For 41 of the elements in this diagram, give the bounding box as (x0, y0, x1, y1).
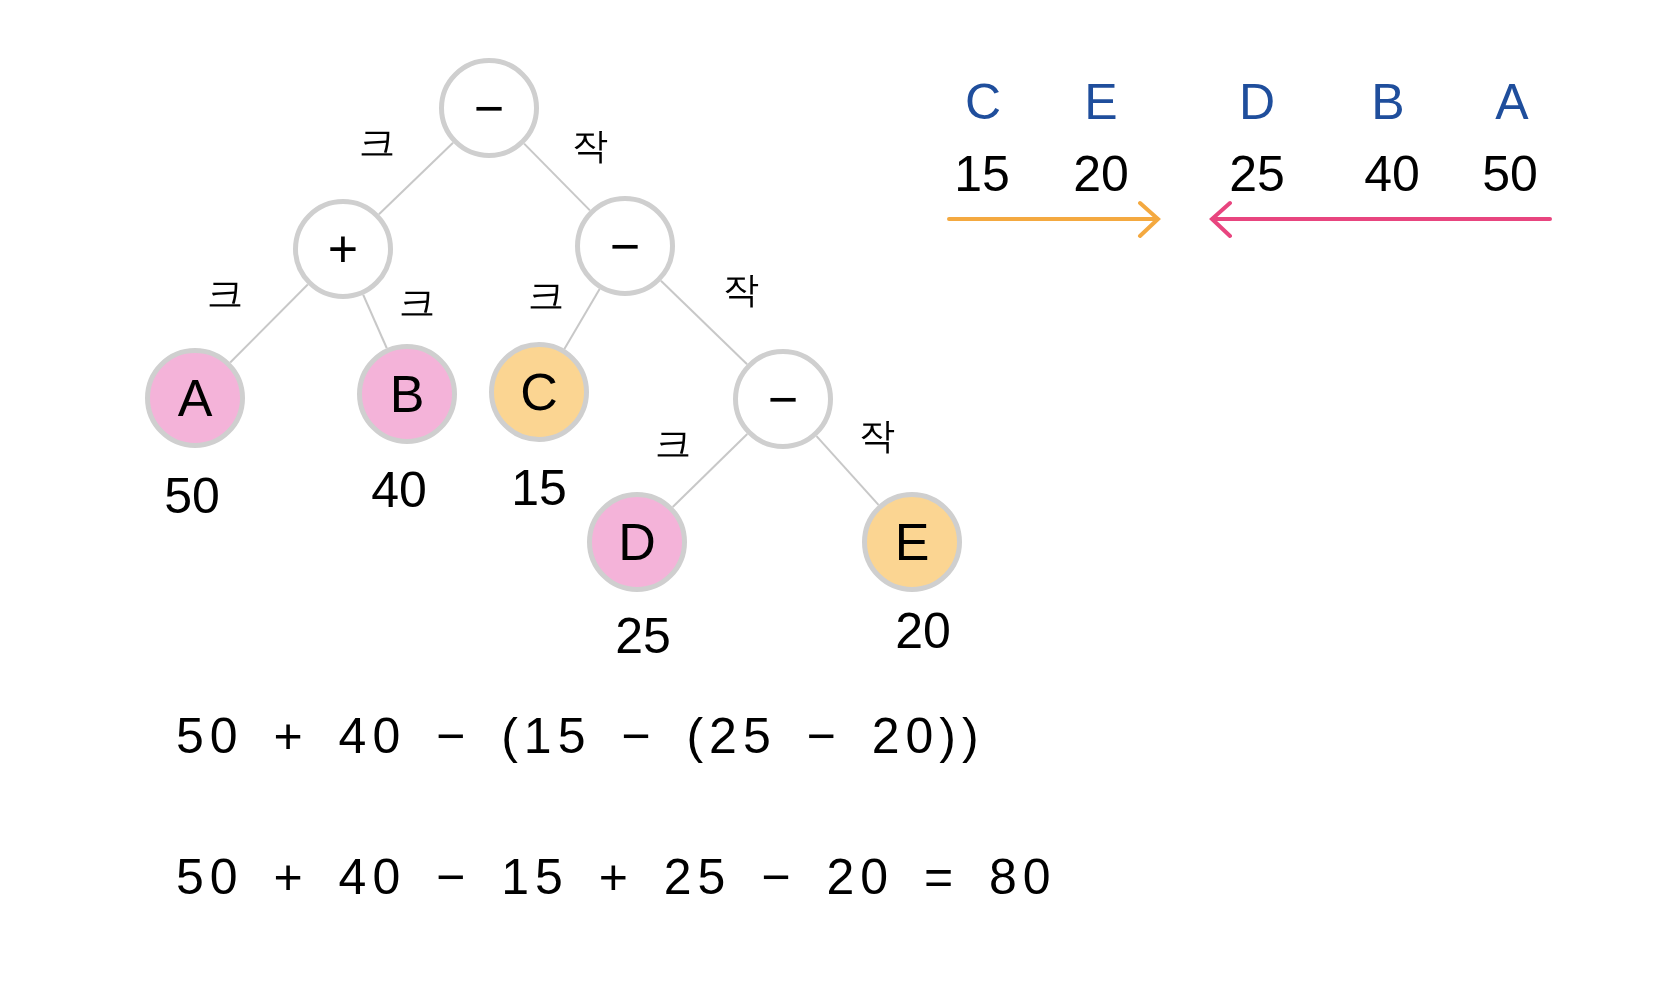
value-text: 40 (1364, 149, 1420, 199)
connector-line (523, 142, 591, 212)
edge-label: 크 (399, 285, 435, 321)
value-text: 20 (895, 606, 951, 656)
connector-line (377, 141, 455, 216)
edge-label: 크 (359, 125, 395, 161)
edge-label: 크 (207, 276, 243, 312)
node-text: A (177, 372, 213, 424)
node-text: C (520, 366, 558, 418)
connector-line (659, 279, 749, 366)
edge-label: 크 (655, 426, 691, 462)
node-text: − (473, 82, 505, 134)
value-text: 15 (954, 149, 1010, 199)
value-text: 50 (1482, 149, 1538, 199)
letter-label: D (1238, 77, 1276, 127)
node-text: B (389, 368, 425, 420)
connector-line (815, 435, 880, 506)
letter-label: E (1084, 77, 1118, 127)
value-text: 20 (1073, 149, 1129, 199)
node-text: + (327, 223, 359, 275)
node-text: − (767, 373, 799, 425)
node-text: E (894, 516, 930, 568)
node-text: D (618, 516, 656, 568)
letter-label: A (1495, 77, 1529, 127)
connector-line (229, 283, 309, 364)
edge-label: 작 (859, 418, 895, 454)
value-text: 15 (511, 463, 567, 513)
edge-label: 작 (572, 128, 608, 164)
value-text: 50 (164, 471, 220, 521)
letter-label: B (1371, 77, 1405, 127)
edge-label: 크 (528, 278, 564, 314)
connector-line (671, 433, 749, 508)
connector-line (563, 288, 601, 350)
letter-label: C (964, 77, 1002, 127)
value-text: 40 (371, 465, 427, 515)
equation-text: 50 + 40 − 15 + 25 − 20 = 80 (176, 852, 1057, 902)
node-text: − (609, 220, 641, 272)
equation-text: 50 + 40 − (15 − (25 − 20)) (176, 711, 985, 761)
value-text: 25 (1229, 149, 1285, 199)
edge-label: 작 (723, 272, 759, 308)
value-text: 25 (615, 611, 671, 661)
